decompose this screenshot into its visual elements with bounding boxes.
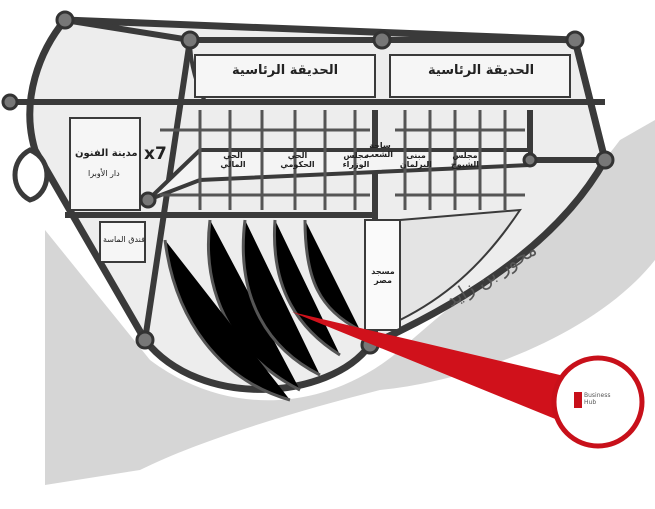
label-almasa-hotel: فندق الماسة xyxy=(103,235,145,244)
label-arts-city: مدينة الفنون xyxy=(75,148,138,159)
bin-zayed-axis-band xyxy=(45,120,655,485)
label-senate: مجلس الشيوخ xyxy=(451,151,479,169)
label-presidential-park-left: الحديقة الرئاسية xyxy=(232,63,339,78)
label-cabinet: مجلس الوزراء xyxy=(342,151,370,169)
bin-zayed-road xyxy=(368,158,608,348)
street-grid xyxy=(160,110,525,402)
lots xyxy=(69,54,571,331)
location-pointer xyxy=(292,312,570,425)
logo-text: Business Hub xyxy=(584,392,611,406)
label-presidential-park-right: الحديقة الرئاسية xyxy=(428,63,535,78)
label-government-district: الحي الحكومي xyxy=(280,151,315,169)
label-financial-district: الحي المالي xyxy=(220,151,246,169)
location-circle xyxy=(551,355,645,449)
label-opera-house: دار الأوبرا xyxy=(88,169,120,178)
label-x7: x7 xyxy=(144,144,167,164)
label-people-square: ساحة الشعب xyxy=(366,141,393,159)
logo-mark xyxy=(574,392,582,408)
label-parliament: مبنى البرلمان xyxy=(399,151,432,169)
label-egypt-mosque: مسجد مصر xyxy=(371,267,395,285)
road-nodes xyxy=(1,10,615,355)
